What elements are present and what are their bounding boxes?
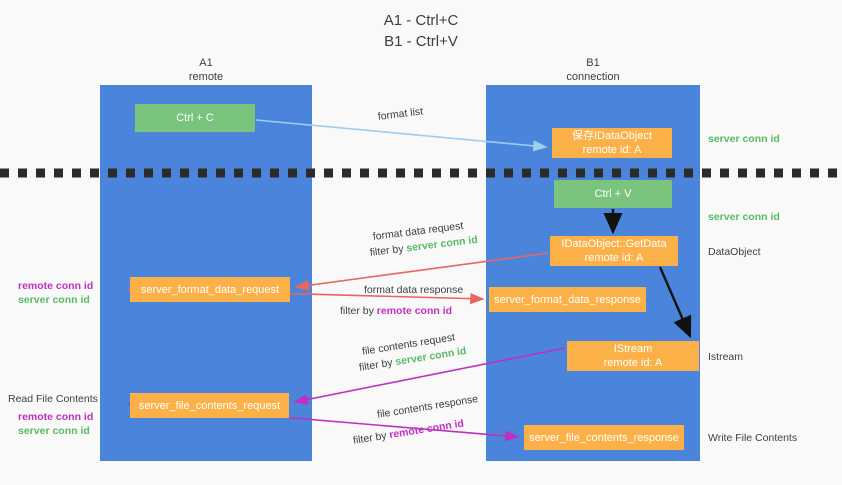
box-server-file-contents-request[interactable]: server_file_contents_request: [130, 393, 289, 418]
annotation-server-conn-id-left-2: server conn id: [18, 425, 90, 437]
label-file-contents-response-filter: filter by remote conn id: [352, 416, 465, 447]
column-b1-name: B1: [586, 57, 600, 69]
annotation-dataobject: DataObject: [708, 246, 761, 258]
box-istream[interactable]: IStream remote id: A: [567, 341, 699, 371]
box-getdata-line1: IDataObject::GetData: [561, 238, 667, 250]
label-fcreq-filter-prefix: filter by: [358, 356, 397, 374]
label-file-contents-response: file contents response: [376, 393, 479, 421]
label-fdreq-filter-prefix: filter by: [369, 242, 408, 259]
column-header-a1: A1 remote: [100, 56, 312, 84]
column-b1-sub: connection: [566, 71, 620, 83]
column-header-b1: B1 connection: [486, 56, 700, 84]
annotation-remote-conn-id-2: remote conn id: [18, 411, 94, 423]
box-save-idataobject-line1: 保存IDataObject: [571, 130, 653, 142]
title-line-2: B1 - Ctrl+V: [384, 33, 458, 50]
annotation-server-conn-id-top: server conn id: [708, 133, 780, 145]
box-ctrl-v[interactable]: Ctrl + V: [554, 180, 672, 208]
box-server-file-contents-response[interactable]: server_file_contents_response: [524, 425, 684, 450]
box-idataobject-getdata[interactable]: IDataObject::GetData remote id: A: [550, 236, 678, 266]
annotation-write-file-contents: Write File Contents: [708, 432, 798, 444]
box-server-format-data-request[interactable]: server_format_data_request: [130, 277, 290, 302]
annotation-server-conn-id-second: server conn id: [708, 211, 780, 223]
box-ctrl-c[interactable]: Ctrl + C: [135, 104, 255, 132]
column-a1-sub: remote: [188, 71, 224, 83]
label-format-list: format list: [377, 105, 424, 123]
box-save-idataobject[interactable]: 保存IDataObject remote id: A: [552, 128, 672, 158]
annotation-read-file-contents: Read File Contents: [8, 393, 98, 405]
label-fcresp-filter-key: remote conn id: [388, 417, 465, 442]
box-server-format-data-response[interactable]: server_format_data_response: [489, 287, 646, 312]
box-istream-line1: IStream: [613, 343, 653, 355]
annotation-remote-conn-id-1: remote conn id: [18, 280, 94, 292]
box-istream-line2: remote id: A: [603, 357, 663, 369]
diagram-title: A1 - Ctrl+C B1 - Ctrl+V: [0, 10, 842, 52]
annotation-server-conn-id-left-1: server conn id: [18, 294, 90, 306]
box-save-idataobject-line2: remote id: A: [582, 144, 642, 156]
label-format-data-response: format data response: [364, 284, 464, 296]
label-fcresp-filter-prefix: filter by: [352, 429, 391, 447]
box-getdata-line2: remote id: A: [584, 252, 644, 264]
label-fdresp-filter-key: remote conn id: [376, 305, 453, 317]
label-format-data-response-filter: filter by remote conn id: [340, 304, 452, 318]
column-a1-name: A1: [199, 57, 213, 69]
label-fdresp-filter-prefix: filter by: [340, 305, 377, 317]
title-line-1: A1 - Ctrl+C: [383, 12, 459, 29]
annotation-istream: Istream: [708, 351, 744, 363]
